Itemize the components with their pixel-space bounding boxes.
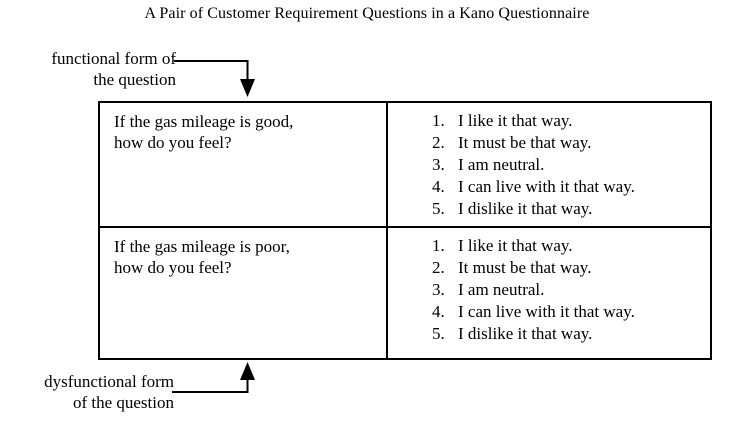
answer-option[interactable]: 5. I dislike it that way.: [432, 323, 710, 345]
answer-number: 2.: [432, 258, 445, 277]
answer-list: 1. I like it that way. 2. It must be tha…: [388, 235, 710, 345]
answer-number: 3.: [432, 155, 445, 174]
table-row: If the gas mileage is poor, how do you f…: [100, 228, 710, 358]
functional-form-label: functional form of the question: [51, 49, 176, 89]
kano-questionnaire-table: If the gas mileage is good, how do you f…: [98, 101, 712, 360]
answer-option[interactable]: 4. I can live with it that way.: [432, 176, 710, 198]
answer-option[interactable]: 3. I am neutral.: [432, 279, 710, 301]
answer-label: I can live with it that way.: [458, 302, 635, 321]
question-cell-dysfunctional: If the gas mileage is poor, how do you f…: [100, 228, 388, 358]
answer-number: 1.: [432, 111, 445, 130]
answer-option[interactable]: 3. I am neutral.: [432, 154, 710, 176]
page-title: A Pair of Customer Requirement Questions…: [144, 5, 590, 22]
answer-label: It must be that way.: [458, 133, 592, 152]
answer-option[interactable]: 5. I dislike it that way.: [432, 198, 710, 220]
answer-option[interactable]: 1. I like it that way.: [432, 110, 710, 132]
question-cell-functional: If the gas mileage is good, how do you f…: [100, 103, 388, 226]
answer-number: 5.: [432, 199, 445, 218]
answer-option[interactable]: 4. I can live with it that way.: [432, 301, 710, 323]
answer-label: It must be that way.: [458, 258, 592, 277]
answer-number: 1.: [432, 236, 445, 255]
answer-option[interactable]: 2. It must be that way.: [432, 132, 710, 154]
table-row: If the gas mileage is good, how do you f…: [100, 103, 710, 228]
answer-label: I am neutral.: [458, 280, 545, 299]
answer-label: I dislike it that way.: [458, 199, 593, 218]
answer-list: 1. I like it that way. 2. It must be tha…: [388, 110, 710, 220]
answer-number: 5.: [432, 324, 445, 343]
answer-number: 4.: [432, 302, 445, 321]
answer-option[interactable]: 2. It must be that way.: [432, 257, 710, 279]
dysfunctional-form-label: dysfunctional form of the question: [44, 372, 174, 412]
answer-number: 3.: [432, 280, 445, 299]
answers-cell-functional: 1. I like it that way. 2. It must be tha…: [388, 103, 710, 226]
question-text: If the gas mileage is good, how do you f…: [114, 112, 294, 152]
answer-label: I dislike it that way.: [458, 324, 593, 343]
answer-label: I like it that way.: [458, 111, 573, 130]
answer-label: I like it that way.: [458, 236, 573, 255]
answer-number: 4.: [432, 177, 445, 196]
functional-leader-arrow: [174, 60, 255, 97]
answer-label: I can live with it that way.: [458, 177, 635, 196]
dysfunctional-leader-arrow: [172, 362, 255, 393]
answer-number: 2.: [432, 133, 445, 152]
question-text: If the gas mileage is poor, how do you f…: [114, 237, 290, 277]
answer-label: I am neutral.: [458, 155, 545, 174]
answers-cell-dysfunctional: 1. I like it that way. 2. It must be tha…: [388, 228, 710, 358]
answer-option[interactable]: 1. I like it that way.: [432, 235, 710, 257]
